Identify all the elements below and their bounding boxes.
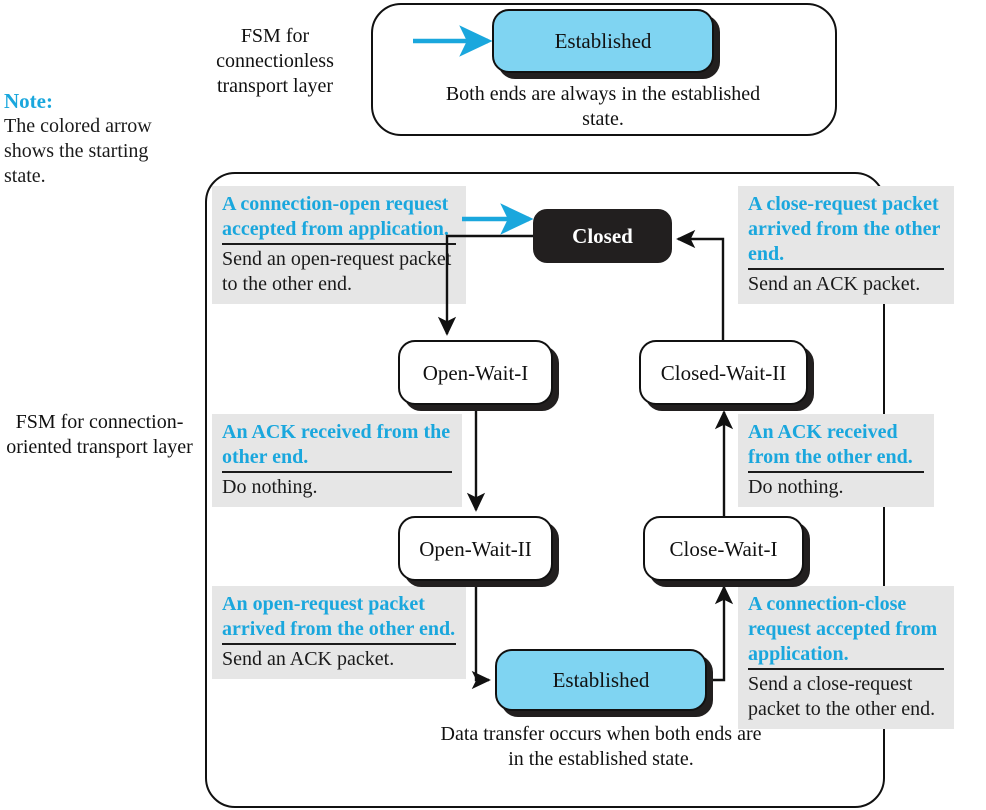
transition-ack-received-right: An ACK received from the other end. Do n… bbox=[738, 414, 934, 507]
transition-action: Do nothing. bbox=[222, 476, 318, 498]
note-block: Note: The colored arrow shows the starti… bbox=[4, 88, 174, 189]
transition-connection-close: A connection-close request accepted from… bbox=[738, 586, 954, 729]
transition-divider bbox=[222, 471, 452, 473]
transition-action: Send an open-request packet to the other… bbox=[222, 248, 452, 295]
state-closed[interactable]: Closed bbox=[533, 209, 672, 263]
transition-action: Do nothing. bbox=[748, 476, 844, 498]
transition-condition: A close-request packet arrived from the … bbox=[748, 193, 940, 265]
transition-ack-received-left: An ACK received from the other end. Do n… bbox=[212, 414, 462, 507]
transition-condition: An ACK received from the other end. bbox=[748, 421, 913, 468]
transition-divider bbox=[748, 268, 944, 270]
transition-condition: A connection-close request accepted from… bbox=[748, 593, 938, 665]
transition-condition: An ACK received from the other end. bbox=[222, 421, 451, 468]
transition-condition: A connection-open request accepted from … bbox=[222, 193, 449, 240]
state-close-wait-1[interactable]: Close-Wait-I bbox=[643, 516, 804, 581]
transition-action: Send an ACK packet. bbox=[748, 273, 921, 295]
transition-divider bbox=[222, 243, 456, 245]
transition-condition: An open-request packet arrived from the … bbox=[222, 593, 456, 640]
caption-connection-oriented-fsm: FSM for connection-oriented transport la… bbox=[6, 411, 193, 458]
transition-divider bbox=[748, 668, 944, 670]
transition-divider bbox=[748, 471, 924, 473]
note-title: Note: bbox=[4, 89, 53, 113]
state-open-wait-2[interactable]: Open-Wait-II bbox=[398, 516, 553, 581]
state-closed-wait-2[interactable]: Closed-Wait-II bbox=[639, 340, 808, 405]
transition-close-request: A close-request packet arrived from the … bbox=[738, 186, 954, 304]
caption-established-bottom: Data transfer occurs when both ends are … bbox=[440, 723, 762, 770]
transition-action: Send a close-request packet to the other… bbox=[748, 673, 936, 720]
state-established-top[interactable]: Established bbox=[492, 9, 714, 73]
transition-divider bbox=[222, 643, 456, 645]
transition-action: Send an ACK packet. bbox=[222, 648, 395, 670]
caption-established-top: Both ends are always in the established … bbox=[445, 83, 761, 130]
transition-open-request: A connection-open request accepted from … bbox=[212, 186, 466, 304]
state-established-bottom[interactable]: Established bbox=[495, 649, 707, 711]
transition-open-request-arrived: An open-request packet arrived from the … bbox=[212, 586, 466, 679]
caption-connectionless-fsm: FSM for connectionless transport layer bbox=[216, 25, 334, 97]
state-open-wait-1[interactable]: Open-Wait-I bbox=[398, 340, 553, 405]
note-body: The colored arrow shows the starting sta… bbox=[4, 115, 152, 187]
